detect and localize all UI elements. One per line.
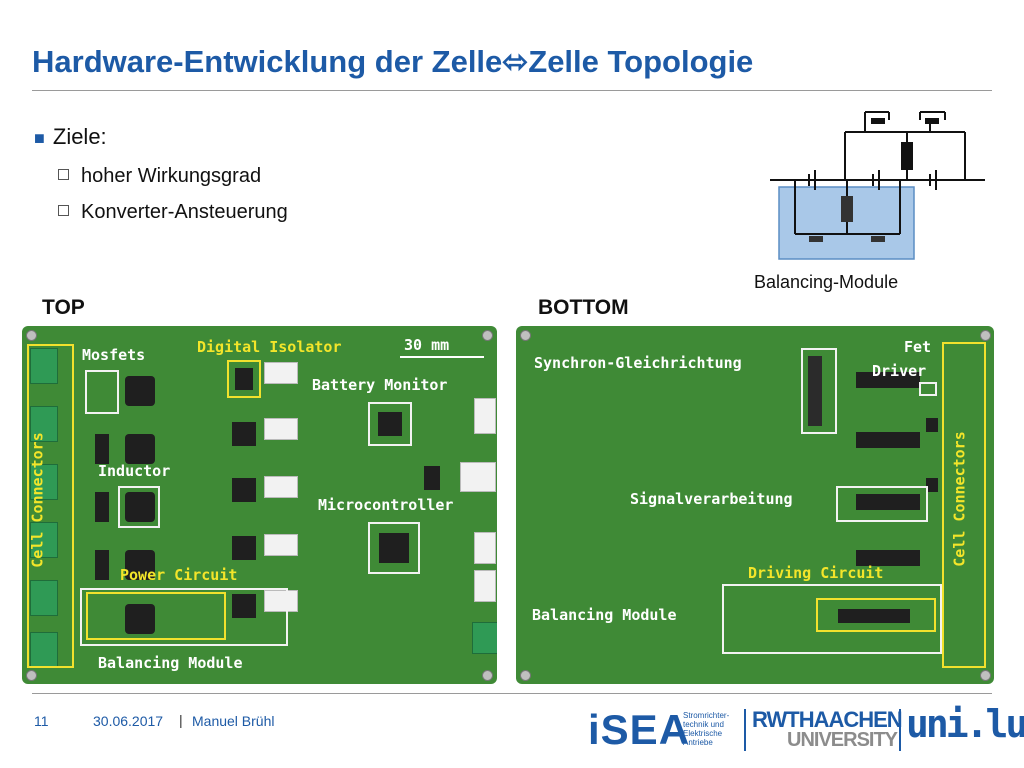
cell-connectors-label: Cell Connectors — [950, 431, 969, 567]
logo-divider — [744, 709, 746, 751]
synchron-gleichrichtung-highlight — [801, 348, 837, 434]
fet-label: Fet — [904, 338, 932, 356]
mosfet-symbol — [871, 236, 885, 242]
cell-connectors-highlight — [942, 342, 986, 668]
driving-circuit-highlight — [816, 598, 936, 632]
mosfet-symbol — [871, 118, 885, 124]
footer-separator: | — [179, 712, 183, 728]
inductor-symbol — [901, 142, 913, 170]
footer-rule — [32, 693, 992, 694]
battery-monitor-label: Battery Monitor — [312, 376, 448, 394]
mosfet-symbol — [809, 236, 823, 242]
unilu-logo: uni.lu — [906, 702, 1024, 746]
page-number: 11 — [34, 713, 49, 729]
square-bullet-icon: ■ — [34, 128, 45, 148]
inductor-highlight — [118, 486, 160, 528]
balancing-circuit-diagram — [770, 111, 985, 260]
driver-label: Driver — [872, 362, 927, 380]
balancing-module-label: Balancing Module — [532, 606, 677, 624]
digital-isolator-label: Digital Isolator — [197, 338, 342, 356]
footer-author: Manuel Brühl — [192, 713, 275, 729]
footer-date: 30.06.2017 — [93, 713, 164, 729]
mosfet-symbol — [925, 118, 939, 124]
power-circuit-label: Power Circuit — [120, 566, 238, 584]
balancing-module-highlight — [80, 588, 288, 646]
diagram-caption: Balancing-Module — [754, 272, 899, 292]
subbullet-2: Konverter-Ansteuerung — [58, 201, 288, 224]
rwth-logo-bottom: UNIVERSITY — [787, 729, 898, 751]
power-circuit-highlight — [86, 592, 226, 640]
microcontroller-label: Microcontroller — [318, 496, 454, 514]
mosfets-label: Mosfets — [82, 346, 146, 364]
synchron-gleichrichtung-label: Synchron-Gleichrichtung — [534, 354, 742, 372]
bullet-main: ■ Ziele: — [34, 124, 107, 150]
hollow-square-bullet-icon — [58, 205, 69, 216]
rwth-logo-top: RWTHAACHEN — [752, 707, 903, 732]
scale-bar — [400, 356, 484, 358]
battery-monitor-highlight — [368, 402, 412, 446]
top-heading: TOP — [42, 296, 85, 319]
logo-divider — [899, 709, 901, 751]
subbullet-text: Konverter-Ansteuerung — [81, 201, 288, 223]
bullet-text: Ziele: — [52, 124, 107, 149]
balancing-module-label: Balancing Module — [98, 654, 243, 672]
hollow-square-bullet-icon — [58, 169, 69, 180]
subbullet-1: hoher Wirkungsgrad — [58, 165, 261, 188]
microcontroller-highlight — [368, 522, 420, 574]
bottom-pcb-photo: Synchron-Gleichrichtung Fet Driver Signa… — [516, 326, 994, 684]
signalverarbeitung-label: Signalverarbeitung — [630, 490, 793, 508]
title-rule — [32, 90, 992, 91]
isea-logo: iSEA — [588, 706, 691, 753]
cell-connectors-label: Cell Connectors — [28, 432, 47, 568]
cell-connectors-highlight — [27, 344, 74, 668]
slide-title: Hardware-Entwicklung der Zelle⬄Zelle Top… — [32, 44, 754, 79]
subbullet-text: hoher Wirkungsgrad — [81, 165, 262, 187]
isea-logo-text: Stromrichter- technik und Elektrische An… — [683, 711, 730, 747]
inductor-label: Inductor — [98, 462, 171, 480]
inductor-symbol-module — [841, 196, 853, 222]
scale-label: 30 mm — [404, 336, 450, 354]
signalverarbeitung-highlight — [836, 486, 928, 522]
driving-circuit-label: Driving Circuit — [748, 564, 884, 582]
bottom-heading: BOTTOM — [538, 296, 629, 319]
balancing-module-highlight — [722, 584, 942, 654]
digital-isolator-highlight — [227, 360, 261, 398]
mosfets-highlight — [85, 370, 119, 414]
fet-driver-highlight — [919, 382, 937, 396]
top-pcb-photo: Cell Connectors Mosfets Digital Isolator… — [22, 326, 497, 684]
